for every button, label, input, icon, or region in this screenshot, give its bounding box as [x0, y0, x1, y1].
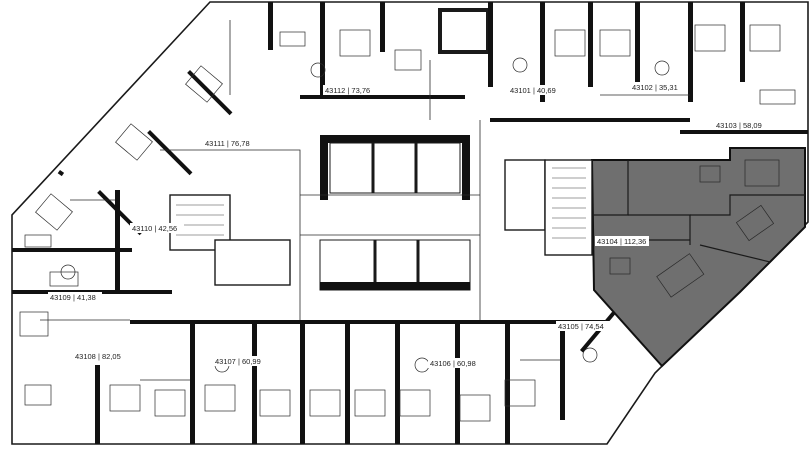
unit-label-bg: [130, 223, 184, 233]
unit-label-text: 43101 | 40,69: [510, 86, 556, 95]
unit-label-43104[interactable]: 43104 | 112,36: [595, 236, 649, 246]
unit-label-bg: [203, 138, 257, 148]
unit-label-43109[interactable]: 43109 | 41,38: [48, 292, 102, 302]
unit-label-43102[interactable]: 43102 | 35,31: [630, 82, 684, 92]
unit-label-43105[interactable]: 43105 | 74,54: [556, 321, 610, 331]
unit-43104-area[interactable]: [590, 147, 806, 368]
unit-label-43110[interactable]: 43110 | 42,56: [130, 223, 184, 233]
unit-label-bg: [595, 236, 649, 246]
unit-label-43108[interactable]: 43108 | 82,05: [73, 351, 127, 361]
unit-label-bg: [556, 321, 610, 331]
unit-label-text: 43111 | 76,78: [205, 139, 250, 148]
unit-label-43111[interactable]: 43111 | 76,78: [203, 138, 257, 148]
partition-walls: [12, 2, 808, 444]
unit-label-43103[interactable]: 43103 | 58,09: [714, 120, 768, 130]
unit-label-text: 43109 | 41,38: [50, 293, 96, 302]
unit-label-43101[interactable]: 43101 | 40,69: [508, 85, 562, 95]
unit-label-bg: [323, 85, 377, 95]
unit-label-text: 43105 | 74,54: [558, 322, 604, 331]
unit-label-bg: [73, 351, 127, 361]
stairs: [176, 167, 586, 239]
unit-label-text: 43104 | 112,36: [597, 237, 646, 246]
unit-label-text: 43102 | 35,31: [632, 83, 678, 92]
unit-label-43107[interactable]: 43107 | 60,99: [213, 356, 267, 366]
interior-lines: [40, 20, 690, 381]
unit-label-bg: [213, 356, 267, 366]
unit-label-text: 43103 | 58,09: [716, 121, 762, 130]
unit-label-text: 43107 | 60,99: [215, 357, 261, 366]
unit-43104-furniture: [609, 159, 780, 298]
unit-label-bg: [630, 82, 684, 92]
unit-43104-walls: [592, 160, 805, 263]
unit-label-43106[interactable]: 43106 | 60,98: [428, 358, 482, 368]
unit-label-43112[interactable]: 43112 | 73,76: [323, 85, 377, 95]
unit-label-text: 43112 | 73,76: [325, 86, 370, 95]
building-outline: [11, 1, 809, 445]
unit-labels: 43101 | 40,69 43102 | 35,31 43103 | 58,09 4…: [48, 82, 768, 368]
furniture: [19, 24, 796, 422]
core: [169, 8, 593, 291]
unit-label-bg: [428, 358, 482, 368]
unit-label-text: 43106 | 60,98: [430, 359, 476, 368]
unit-label-bg: [48, 292, 102, 302]
unit-label-text: 43110 | 42,56: [132, 224, 177, 233]
unit-label-bg: [508, 85, 562, 95]
unit-label-text: 43108 | 82,05: [75, 352, 121, 361]
unit-label-bg: [714, 120, 768, 130]
